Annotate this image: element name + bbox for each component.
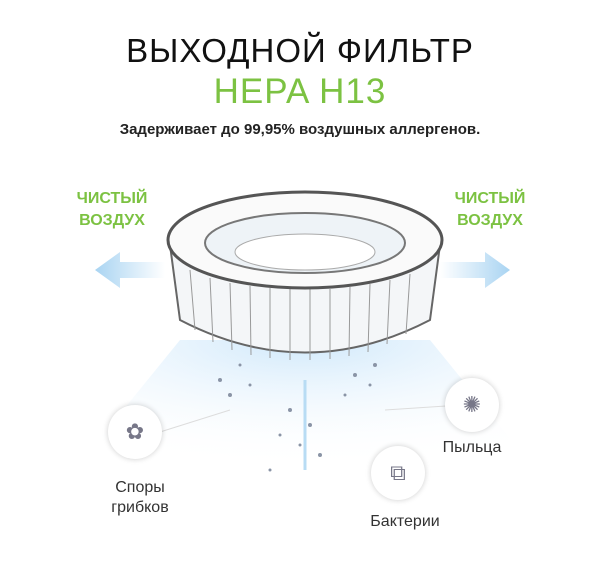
- bacteria-icon: ⧉: [371, 446, 425, 500]
- clean-air-line1: ЧИСТЫЙ: [454, 190, 526, 207]
- arrow-right-icon: [440, 252, 510, 288]
- page-title: ВЫХОДНОЙ ФИЛЬТР: [126, 32, 474, 69]
- arrow-left-icon: [95, 252, 165, 288]
- pollen-icon: ✺: [445, 378, 499, 432]
- spores-icon: ✿: [108, 405, 162, 459]
- clean-air-line2: ВОЗДУХ: [79, 212, 145, 229]
- particle-label-pollen: Пыльца: [442, 439, 502, 456]
- particle-label-spores: Споры грибков: [90, 478, 190, 518]
- hepa-filter-icon: [166, 190, 444, 360]
- filter-illustration: [50, 190, 560, 500]
- spores-line1: Споры: [115, 479, 165, 496]
- clean-air-line1: ЧИСТЫЙ: [76, 190, 148, 207]
- connector: [159, 409, 231, 433]
- description: Задерживает до 99,95% воздушных аллерген…: [119, 121, 481, 138]
- particle-label-bacteria: Бактерии: [370, 513, 440, 530]
- particles-dots: [218, 363, 377, 472]
- filter-type: HEPA H13: [213, 72, 387, 111]
- connector: [384, 405, 447, 411]
- clean-air-label-left: ЧИСТЫЙ ВОЗДУХ: [62, 188, 162, 232]
- clean-air-line2: ВОЗДУХ: [457, 212, 523, 229]
- spores-line2: грибков: [111, 499, 169, 516]
- clean-air-label-right: ЧИСТЫЙ ВОЗДУХ: [440, 188, 540, 232]
